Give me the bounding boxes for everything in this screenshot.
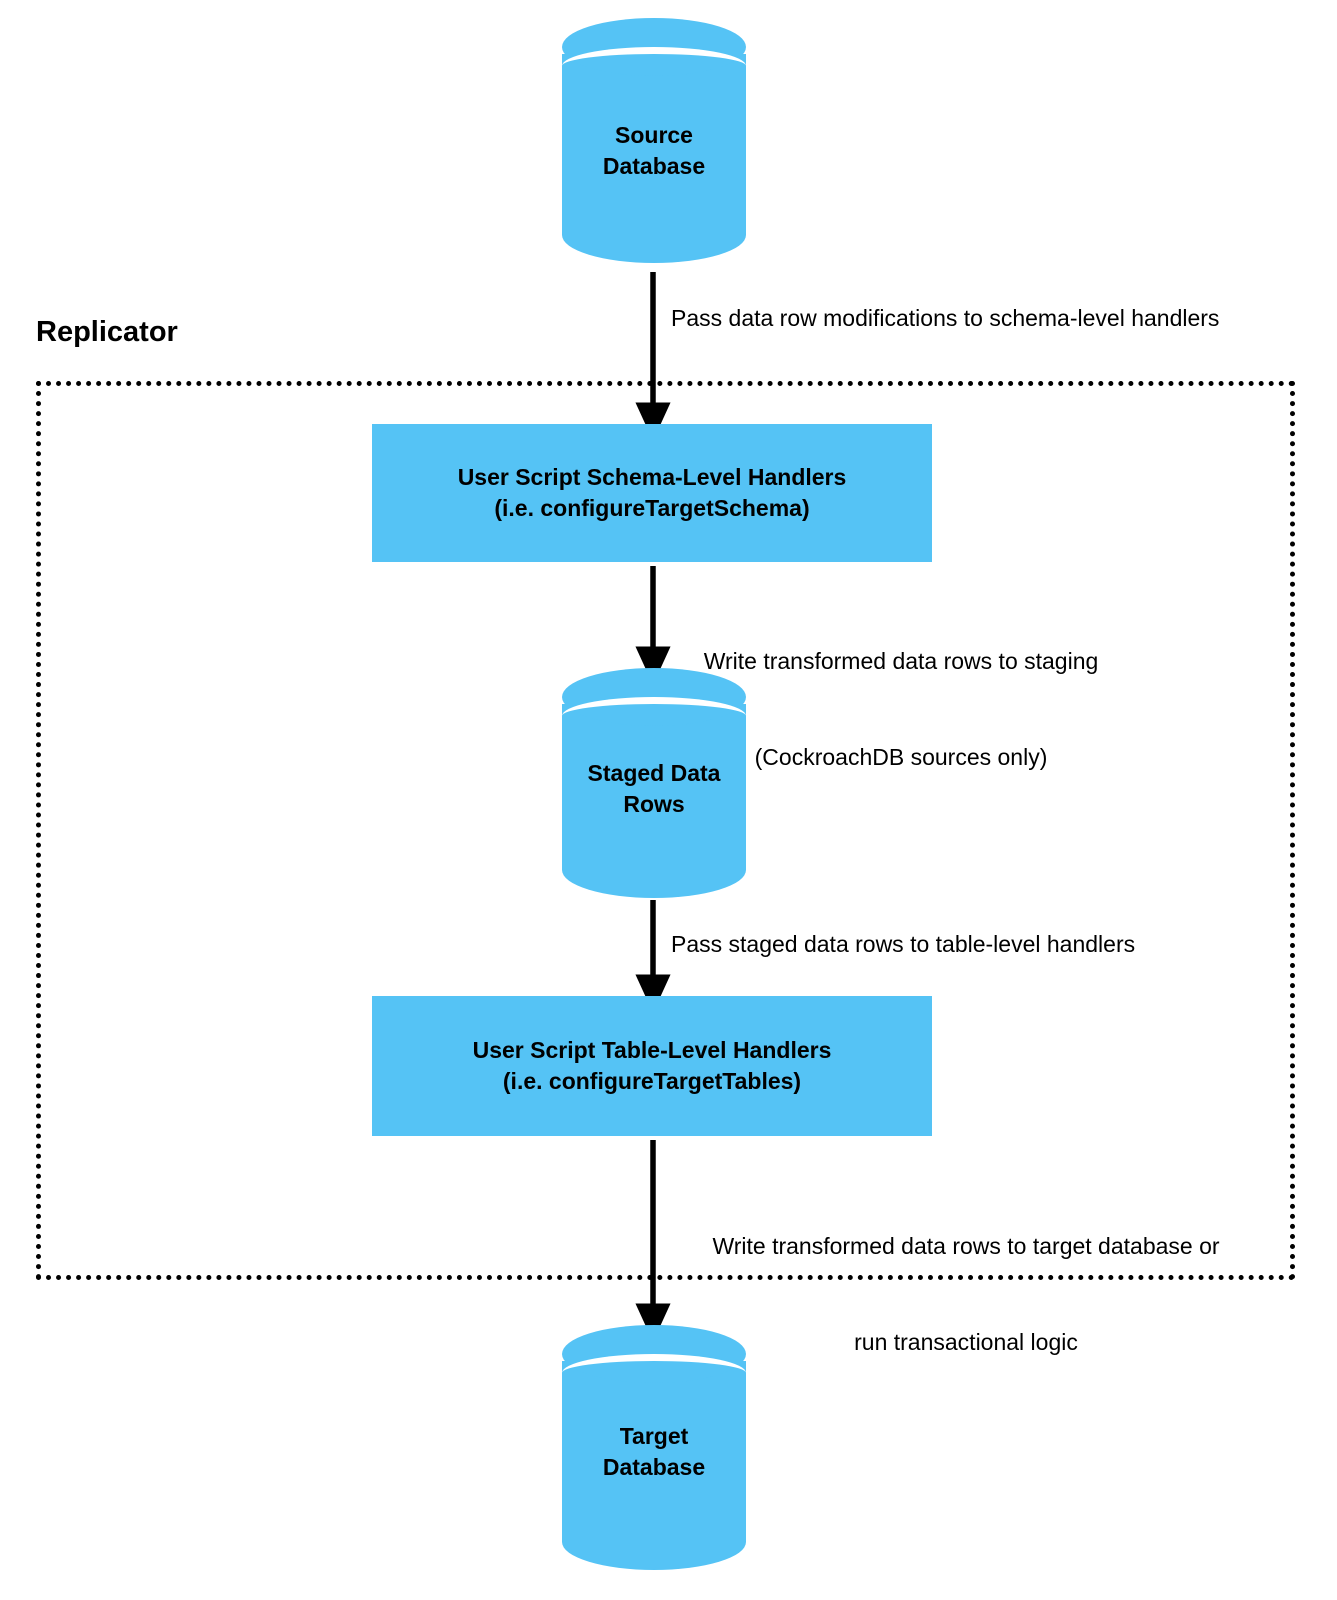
node-label-line2: Rows <box>623 791 685 818</box>
node-label-line1: Source <box>615 122 693 148</box>
node-label-line2: (i.e. configureTargetSchema) <box>494 495 810 521</box>
cylinder-body <box>562 704 746 898</box>
node-source-database[interactable]: Source Database <box>562 18 746 263</box>
node-label-line1: User Script Table-Level Handlers <box>472 1036 832 1063</box>
node-label-line2: Database <box>602 153 706 180</box>
node-label: Target Database <box>562 1421 746 1484</box>
node-staged-data-rows[interactable]: Staged Data Rows <box>562 668 746 898</box>
cylinder-body <box>562 54 746 263</box>
node-label: Staged Data Rows <box>562 758 746 821</box>
cylinder-rim-highlight <box>562 1354 746 1392</box>
node-label-line1: User Script Schema-Level Handlers <box>457 463 847 490</box>
cylinder-rim-highlight <box>562 697 746 735</box>
edge-label-staged-to-tables: Pass staged data rows to table-level han… <box>671 931 1136 957</box>
edge-label-line1: Write transformed data rows to staging <box>703 648 1099 675</box>
edge-label-line2: run transactional logic <box>854 1328 1078 1355</box>
node-label-line1: Staged Data <box>587 760 721 786</box>
node-label-line2: (i.e. configureTargetTables) <box>502 1068 802 1094</box>
node-target-database[interactable]: Target Database <box>562 1325 746 1570</box>
node-table-level-handlers[interactable]: User Script Table-Level Handlers (i.e. c… <box>372 996 932 1136</box>
edge-label-line2: (CockroachDB sources only) <box>754 743 1048 770</box>
edge-label-tables-to-target: Write transformed data rows to target da… <box>671 1168 1261 1422</box>
cylinder-rim-highlight <box>562 47 746 85</box>
group-boundary-replicator <box>36 381 1295 1280</box>
node-schema-level-handlers[interactable]: User Script Schema-Level Handlers (i.e. … <box>372 424 932 562</box>
edge-label-source-to-schema: Pass data row modifications to schema-le… <box>671 305 1220 331</box>
group-title-replicator: Replicator <box>36 316 178 348</box>
node-label: Source Database <box>562 120 746 183</box>
edge-label-schema-to-staged: Write transformed data rows to staging (… <box>671 583 1131 837</box>
node-label-line2: Database <box>602 1454 706 1481</box>
edge-label-line1: Write transformed data rows to target da… <box>712 1233 1220 1260</box>
cylinder-body <box>562 1361 746 1570</box>
node-label-line1: Target <box>619 1423 689 1449</box>
